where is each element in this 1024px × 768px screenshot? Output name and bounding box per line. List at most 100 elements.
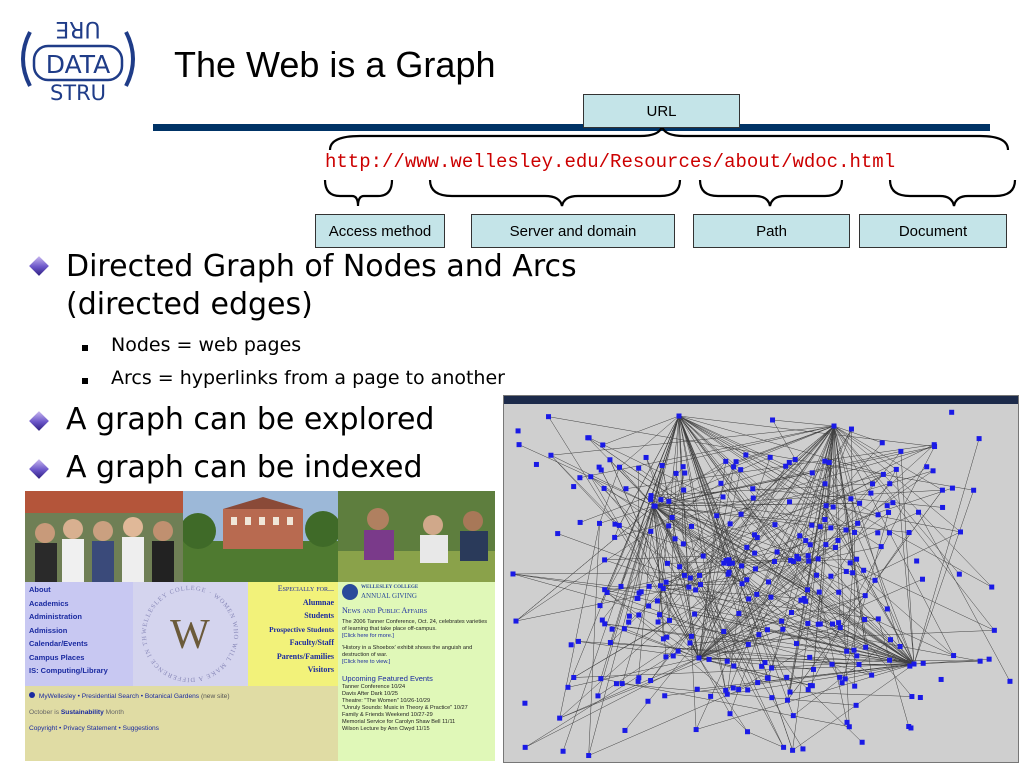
graph-node: [619, 681, 625, 687]
graph-node: [774, 549, 780, 555]
nav-about[interactable]: About: [29, 585, 51, 594]
graph-node: [664, 560, 670, 566]
graph-node: [908, 725, 914, 731]
graph-edge: [678, 415, 791, 693]
graph-node: [839, 680, 845, 686]
event-item[interactable]: "Unruly Sounds: Music in Theory & Practi…: [342, 705, 468, 711]
graph-node: [759, 663, 765, 669]
graph-node: [513, 618, 519, 624]
graph-edge: [752, 488, 943, 508]
nav-admission[interactable]: Admission: [29, 625, 68, 635]
graph-edge: [600, 415, 680, 679]
graph-edge: [913, 658, 990, 665]
graph-node: [730, 685, 736, 691]
graph-edge: [650, 483, 873, 496]
graph-edge: [607, 592, 749, 645]
event-item[interactable]: Theatre: "The Women" 10/26-10/29: [342, 698, 431, 704]
graph-node: [949, 409, 955, 415]
graph-node: [697, 572, 703, 578]
graph-node: [862, 593, 868, 599]
graph-node: [548, 452, 554, 458]
graph-node: [856, 661, 862, 667]
graph-edge: [767, 629, 855, 651]
event-item[interactable]: Family & Friends Weekend 10/27-29: [342, 712, 433, 718]
graph-node: [515, 428, 521, 434]
graph-edge: [772, 419, 835, 427]
graph-node: [924, 464, 930, 470]
link-faculty-staff[interactable]: Faculty/Staff: [289, 638, 334, 647]
graph-edge: [675, 473, 726, 691]
graph-edge: [833, 425, 883, 444]
graph-edge: [606, 592, 700, 659]
graph-edges: [512, 415, 1011, 756]
graph-node: [793, 641, 799, 647]
graph-edge: [604, 623, 692, 637]
graph-node: [736, 610, 742, 616]
graph-edge: [653, 505, 667, 583]
news-item-2-link[interactable]: [Click here to view.]: [342, 659, 391, 665]
graph-node: [568, 642, 574, 648]
footer-links[interactable]: Copyright • Privacy Statement • Suggesti…: [29, 725, 159, 732]
seal-panel: WELLESLEY COLLEGE · WOMEN WHO WILL MAKE …: [129, 577, 248, 686]
graph-edge: [653, 473, 677, 507]
graph-node: [809, 470, 815, 476]
nav-calendar-events[interactable]: Calendar/Events: [29, 639, 88, 648]
graph-edge: [567, 657, 700, 688]
event-item[interactable]: Memorial Service for Carolyn Shaw Bell 1…: [342, 719, 456, 725]
graph-node: [804, 587, 810, 593]
graph-edge: [578, 641, 915, 665]
site-footer-panel: MyWellesley • Presidential Search • Bota…: [25, 686, 338, 761]
october-note: October is Sustainability Month: [29, 709, 124, 716]
nav-campus-places[interactable]: Campus Places: [29, 652, 85, 662]
graph-node: [949, 485, 955, 491]
link-prospective-students[interactable]: Prospective Students: [269, 624, 334, 634]
graph-edge: [695, 462, 790, 591]
news-item-1-link[interactable]: [Click here for more.]: [342, 633, 394, 639]
graph-edge: [657, 474, 884, 602]
nav-administration[interactable]: Administration: [29, 612, 82, 621]
nav-academics[interactable]: Academics: [29, 598, 69, 608]
graph-node: [626, 619, 632, 625]
graph-node: [888, 637, 894, 643]
graph-edge: [518, 444, 655, 507]
graph-node: [806, 558, 812, 564]
graph-node: [700, 553, 706, 559]
graph-edge: [660, 469, 897, 587]
link-parents-families[interactable]: Parents/Families: [276, 651, 334, 661]
graph-node: [657, 612, 663, 618]
graph-edge: [602, 461, 726, 621]
graph-node: [898, 448, 904, 454]
sustainability-link[interactable]: Sustainability: [60, 709, 104, 716]
graph-edge: [587, 437, 755, 554]
event-item[interactable]: Wilson Lecture by Ann Clwyd 11/15: [342, 726, 430, 732]
graph-edge: [728, 457, 771, 573]
graph-node: [875, 616, 881, 622]
link-alumnae[interactable]: Alumnae: [302, 597, 334, 607]
mywellesley-links[interactable]: • Presidential Search • Botanical Garden…: [75, 693, 201, 700]
students-photo: [25, 491, 183, 582]
graph-edge: [600, 678, 850, 727]
graph-edge: [614, 446, 935, 538]
graph-node: [810, 666, 816, 672]
link-visitors[interactable]: Visitors: [307, 665, 334, 674]
event-item[interactable]: Davis After Dark 10/25: [342, 691, 398, 697]
graph-edge: [580, 425, 835, 523]
graph-node: [723, 458, 729, 464]
graph-node: [597, 520, 603, 526]
graph-edge: [727, 663, 915, 695]
nav-is-computing-library[interactable]: IS: Computing/Library: [29, 666, 108, 675]
graph-edge: [653, 505, 755, 554]
graph-edge: [650, 495, 670, 621]
annual-giving-banner[interactable]: WELLESLEY COLLEGE ANNUAL GIVING: [342, 584, 491, 600]
link-students[interactable]: Students: [304, 611, 334, 620]
event-item[interactable]: Tanner Conference 10/24: [342, 684, 406, 690]
graph-node: [655, 619, 661, 625]
mywellesley-link[interactable]: MyWellesley: [38, 693, 76, 700]
graph-node: [852, 683, 858, 689]
graph-node: [723, 558, 729, 564]
graph-node: [635, 678, 641, 684]
mywellesley-icon: [29, 692, 35, 698]
graph-node: [745, 641, 751, 647]
graph-node: [887, 481, 893, 487]
web-graph-visualization: [503, 395, 1019, 763]
